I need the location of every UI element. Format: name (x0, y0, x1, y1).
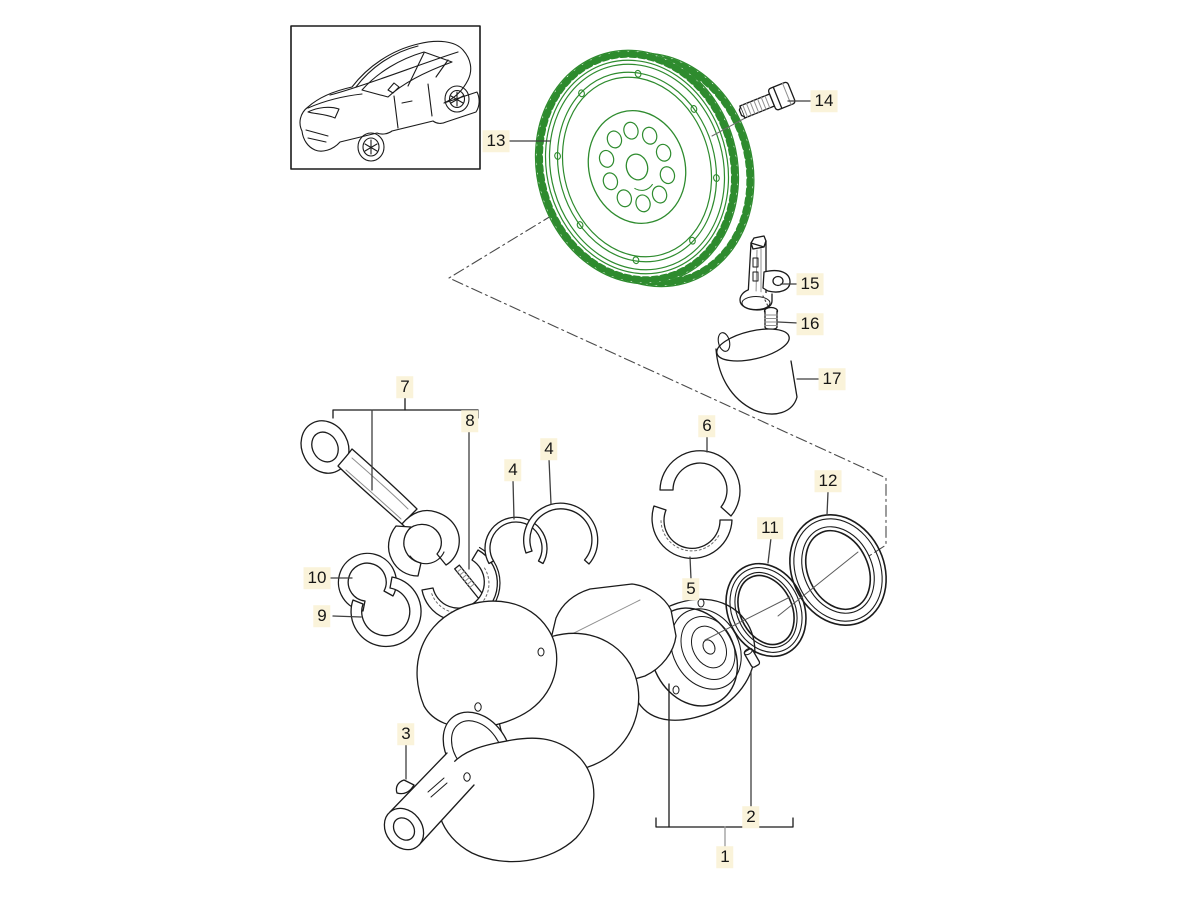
vehicle-thumbnail (290, 25, 481, 170)
part-label-7[interactable]: 7 (396, 376, 414, 398)
part-label-8[interactable]: 8 (461, 410, 479, 432)
woodruff-key (395, 779, 415, 795)
part-label-12[interactable]: 12 (814, 470, 842, 492)
connecting-rod (300, 420, 460, 577)
sensor-screw (763, 306, 779, 330)
part-label-9[interactable]: 9 (313, 605, 331, 627)
thrust-washers (484, 502, 599, 565)
sealing-ring (789, 514, 887, 626)
part-label-3[interactable]: 3 (397, 723, 415, 745)
car-illustration (299, 40, 480, 162)
flywheel (534, 49, 755, 288)
part-label-15[interactable]: 15 (796, 273, 824, 295)
part-label-17[interactable]: 17 (818, 368, 846, 390)
part-label-13[interactable]: 13 (482, 130, 510, 152)
axis-centerline (448, 170, 887, 557)
dowel-pin (743, 647, 761, 668)
position-sensor (739, 235, 791, 311)
part-label-4b[interactable]: 4 (540, 438, 558, 460)
part-label-6[interactable]: 6 (698, 415, 716, 437)
part-label-16[interactable]: 16 (796, 313, 824, 335)
part-label-4a[interactable]: 4 (504, 459, 522, 481)
flywheel-bolt (738, 81, 796, 119)
part-label-11[interactable]: 11 (757, 517, 783, 539)
leader-lines (329, 100, 829, 847)
rod-bearing-shells (337, 552, 422, 648)
part-label-1[interactable]: 1 (716, 846, 734, 868)
part-label-2[interactable]: 2 (742, 806, 760, 828)
part-label-5[interactable]: 5 (682, 578, 700, 600)
spacer-sleeve (715, 328, 798, 415)
part-label-10[interactable]: 10 (303, 567, 331, 589)
crankshaft (383, 583, 756, 863)
main-bearing-shells (651, 450, 741, 559)
part-label-14[interactable]: 14 (810, 90, 838, 112)
